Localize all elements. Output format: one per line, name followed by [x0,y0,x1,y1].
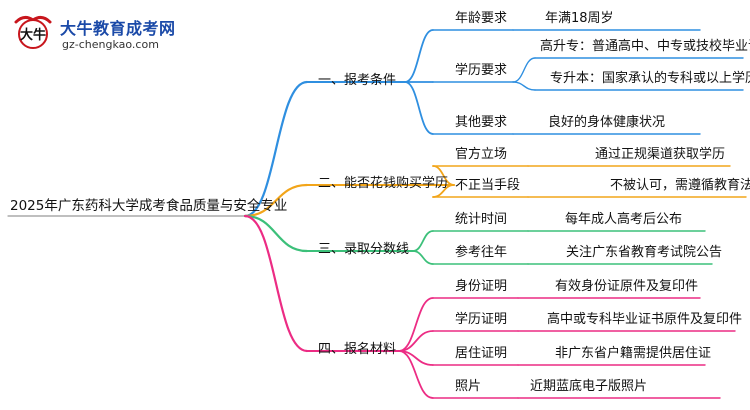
site-logo[interactable]: 大牛 大牛教育成考网 gz-chengkao.com [10,12,180,54]
leaf-label: 高中或专科毕业证书原件及复印件 [547,312,743,327]
logo-url: gz-chengkao.com [62,38,159,51]
sub-connector [398,297,434,352]
logo-glyph: 大牛 [20,27,46,43]
sub-topic-label: 身份证明 [455,279,508,294]
sub-topic-label: 学历证明 [455,312,508,327]
branch-connector [243,214,309,253]
logo-title: 大牛教育成考网 [60,19,176,38]
branch-label: 三、录取分数线 [318,242,410,257]
bull-logo-icon: 大牛 [14,15,52,49]
leaf-label: 专升本：国家承认的专科或以上学历 [550,71,750,86]
sub-connector [404,29,434,83]
leaf-label: 近期蓝底电子版照片 [530,379,648,394]
sub-connector [412,230,434,252]
leaf-label: 通过正规渠道获取学历 [595,147,726,162]
leaf-label: 高升专：普通高中、中专或技校毕业证 [540,39,750,54]
sub-topic-label: 参考往年 [455,245,508,260]
sub-topic-label: 其他要求 [455,115,508,130]
sub-topic-label: 官方立场 [455,147,508,162]
leaf-connector [512,57,536,83]
sub-connector [404,81,434,135]
sub-topic-label: 学历要求 [455,63,508,78]
leaf-connector [512,81,536,91]
leaf-label: 非广东省户籍需提供居住证 [555,346,712,361]
sub-topic-label: 年龄要求 [455,11,508,26]
branch-label: 二、能否花钱购买学历 [318,176,449,191]
sub-connector [398,350,434,399]
leaf-label: 有效身份证原件及复印件 [555,279,699,294]
leaf-label: 每年成人高考后公布 [565,212,683,227]
branch-connector [243,80,309,218]
sub-topic-label: 居住证明 [455,346,508,361]
leaf-label: 关注广东省教育考试院公告 [566,245,723,260]
sub-topic-label: 统计时间 [455,212,508,227]
leaf-label: 不被认可，需遵循教育法规 [610,178,750,193]
root-topic: 2025年广东药科大学成考食品质量与安全专业 [10,198,288,214]
sub-topic-label: 照片 [455,379,482,394]
branch-connector [243,183,309,218]
branch-label: 四、报名材料 [318,342,397,357]
branch-label: 一、报考条件 [318,73,397,88]
sub-topic-label: 不正当手段 [455,178,521,193]
sub-connector [412,250,434,265]
leaf-label: 良好的身体健康状况 [548,115,666,130]
branch-connector [243,214,309,353]
leaf-label: 年满18周岁 [545,11,614,26]
